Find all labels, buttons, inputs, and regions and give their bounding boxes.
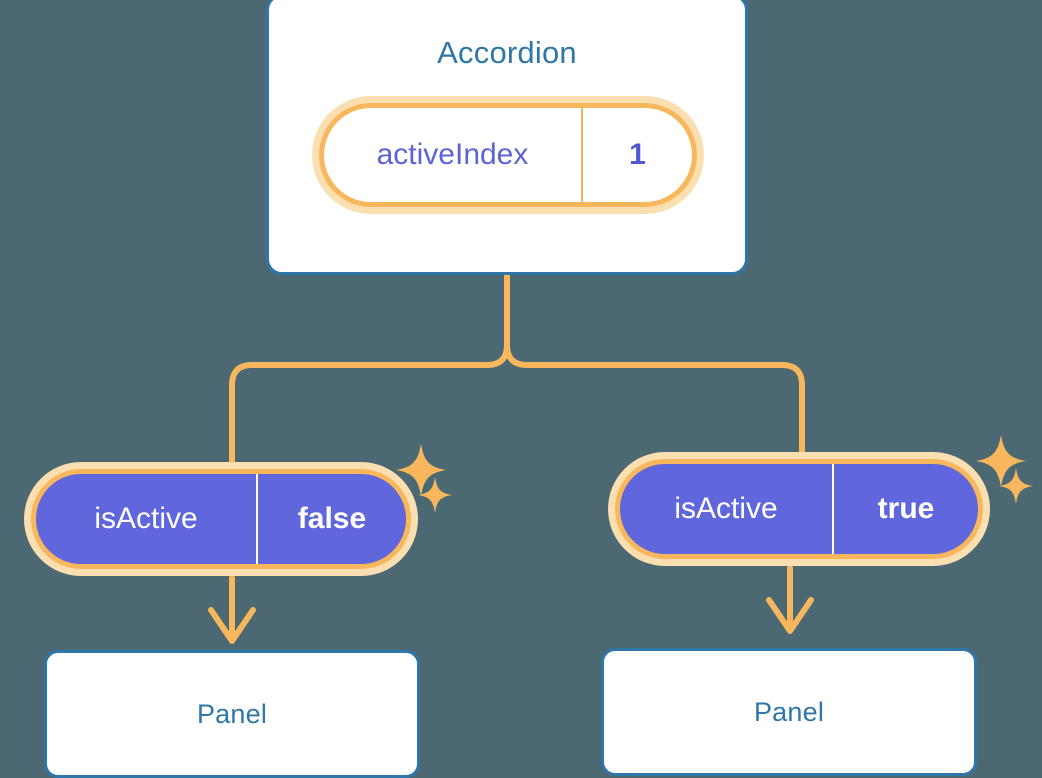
panel-card-left[interactable]: Panel: [44, 650, 420, 778]
state-value-label: true: [877, 492, 935, 525]
sparkle-small-icon-right: [999, 468, 1033, 504]
state-key-label: activeIndex: [324, 108, 583, 202]
state-value-label: false: [297, 502, 367, 535]
arrow-down-icon-left: [208, 575, 256, 644]
state-pill-isactive-right[interactable]: isActive true: [608, 452, 990, 566]
state-pill-activeindex[interactable]: activeIndex 1: [312, 96, 704, 214]
state-key-label: isActive: [620, 464, 834, 554]
arrow-down-icon-right: [766, 565, 814, 634]
panel-card-right[interactable]: Panel: [601, 648, 977, 776]
panel-title: Panel: [196, 698, 268, 729]
state-pill-body: isActive true: [615, 459, 983, 559]
connector-fork-left: [229, 342, 510, 465]
state-key-label: isActive: [36, 474, 258, 564]
sparkle-small-icon-left: [418, 477, 452, 513]
accordion-title: Accordion: [437, 35, 577, 70]
state-value-label: 1: [629, 138, 646, 171]
sparkle-icon-right-large: [976, 435, 1026, 487]
connector-fork-right: [504, 342, 805, 455]
state-pill-body: activeIndex 1: [319, 103, 697, 207]
panel-title: Panel: [753, 696, 825, 727]
state-pill-isactive-left[interactable]: isActive false: [24, 462, 418, 576]
state-pill-body: isActive false: [31, 469, 411, 569]
